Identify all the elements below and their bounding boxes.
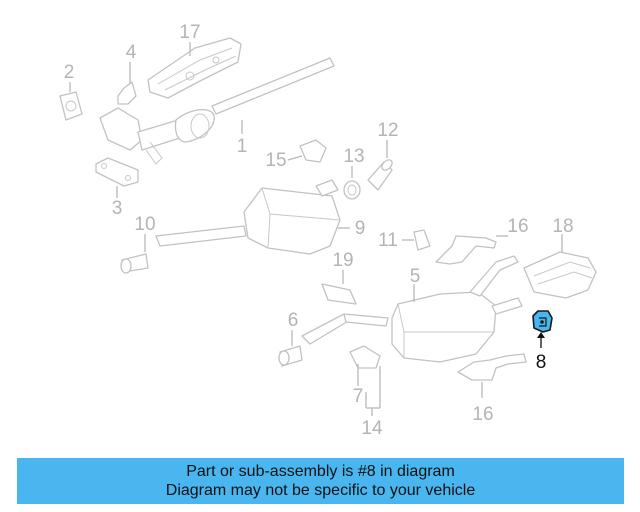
part-17-heat-shield — [147, 37, 242, 99]
callout-8: 8 — [536, 352, 547, 373]
callout-18: 18 — [552, 216, 573, 237]
part-12-tail-tip — [367, 159, 393, 191]
callout-9: 9 — [355, 218, 366, 239]
callout-17: 17 — [179, 22, 200, 43]
part-4-bracket — [117, 81, 137, 105]
callout-5: 5 — [410, 266, 421, 287]
callout-11: 11 — [378, 230, 398, 251]
callout-14: 14 — [361, 418, 383, 439]
banner-line-disclaimer: Diagram may not be specific to your vehi… — [165, 482, 476, 499]
banner-line-part: Part or sub-assembly is #8 in diagram — [186, 463, 455, 480]
part-19-plate — [321, 283, 357, 305]
part-16-lower-hanger — [457, 353, 527, 381]
callout-4: 4 — [126, 42, 137, 63]
callout-1: 1 — [237, 136, 248, 157]
callout-3: 3 — [112, 198, 123, 219]
part-7-hanger — [349, 345, 381, 369]
exhaust-system-diagram: 17 2 4 1 3 15 13 12 10 9 11 16 18 19 5 6… — [59, 22, 597, 439]
part-11-bracket — [413, 229, 431, 251]
info-banner: Part or sub-assembly is #8 in diagram Di… — [17, 458, 624, 504]
part-6-mount — [278, 345, 303, 367]
part-16-upper-hanger — [435, 235, 497, 265]
part-3-flange — [95, 157, 139, 187]
callout-13: 13 — [343, 146, 364, 167]
part-1-front-pipe — [99, 57, 335, 165]
callout-12: 12 — [377, 120, 398, 141]
callout-2: 2 — [64, 62, 75, 83]
part-8-isolator-highlighted — [532, 310, 553, 333]
part-10-hanger — [120, 253, 149, 274]
callout-10: 10 — [134, 214, 155, 235]
part-18-heat-shield — [523, 251, 597, 299]
part-9-muffler — [155, 179, 341, 255]
part-13-clamp — [343, 180, 361, 200]
callout-6: 6 — [288, 310, 299, 331]
callout-16-upper: 16 — [507, 216, 528, 237]
part-2-gasket — [59, 91, 83, 121]
callout-15: 15 — [265, 150, 286, 171]
callout-16-lower: 16 — [472, 404, 493, 425]
callout-7: 7 — [353, 386, 364, 407]
part-15-hanger — [299, 139, 327, 163]
callout-19: 19 — [332, 250, 353, 271]
part-5-center-muffler — [301, 255, 523, 363]
